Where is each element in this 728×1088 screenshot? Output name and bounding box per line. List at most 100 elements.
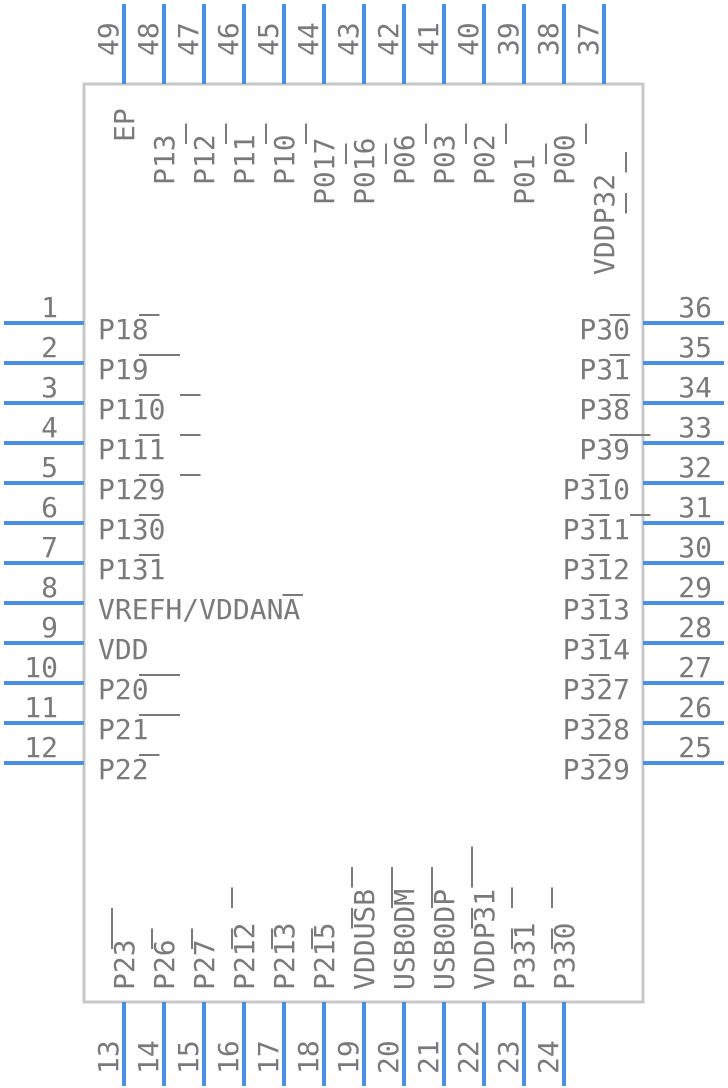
pin-label: P13 xyxy=(148,134,181,185)
pin-number: 3 xyxy=(41,371,58,404)
pin-number: 19 xyxy=(332,1040,365,1074)
pin-label: P330 xyxy=(548,923,581,990)
pin-label: P130 xyxy=(98,513,165,546)
pin-label: P327 xyxy=(563,673,630,706)
pin-number: 10 xyxy=(24,651,58,684)
pin-number: 32 xyxy=(678,451,712,484)
pin-number: 41 xyxy=(412,22,445,56)
pin-label: P19 xyxy=(98,353,149,386)
pin-number: 40 xyxy=(452,22,485,56)
pin-label: EP xyxy=(108,108,141,142)
pin-label: USB0DM xyxy=(388,889,421,990)
pin-label: VREFH/VDDANA xyxy=(98,593,300,626)
pin-number: 37 xyxy=(572,22,605,56)
pin-number: 22 xyxy=(452,1040,485,1074)
pin-label: P215 xyxy=(308,923,341,990)
pin-number: 13 xyxy=(92,1040,125,1074)
pin-label: P38 xyxy=(579,393,630,426)
pin-number: 24 xyxy=(532,1040,565,1074)
pins-group xyxy=(4,4,724,1086)
pin-number: 21 xyxy=(412,1040,445,1074)
pin-label: P131 xyxy=(98,553,165,586)
pin-number: 43 xyxy=(332,22,365,56)
pin-number: 7 xyxy=(41,531,58,564)
pin-number: 44 xyxy=(292,22,325,56)
pin-label: P129 xyxy=(98,473,165,506)
pin-number: 29 xyxy=(678,571,712,604)
pin-number: 2 xyxy=(41,331,58,364)
pin-label: P328 xyxy=(563,713,630,746)
pin-label: P22 xyxy=(98,753,149,786)
pin-number: 35 xyxy=(678,331,712,364)
pin-label: P20 xyxy=(98,673,149,706)
pin-label: P313 xyxy=(563,593,630,626)
pin-number: 20 xyxy=(372,1040,405,1074)
pin-number: 9 xyxy=(41,611,58,644)
pin-label: P01 xyxy=(508,154,541,205)
pin-number: 36 xyxy=(678,291,712,324)
pin-number: 25 xyxy=(678,731,712,764)
pin-number: 11 xyxy=(24,691,58,724)
pin-label: P331 xyxy=(508,923,541,990)
pin-label: P111 xyxy=(98,433,165,466)
pin-number: 31 xyxy=(678,491,712,524)
pin-label: P11 xyxy=(228,134,261,185)
ic-body xyxy=(82,82,645,1004)
pin-number: 28 xyxy=(678,611,712,644)
pin-label: P314 xyxy=(563,633,630,666)
pin-label: P329 xyxy=(563,753,630,786)
pin-number: 27 xyxy=(678,651,712,684)
pin-number: 4 xyxy=(41,411,58,444)
pin-label: USB0DP xyxy=(428,889,461,990)
pin-label: P30 xyxy=(579,313,630,346)
pin-number: 6 xyxy=(41,491,58,524)
pin-label: P31 xyxy=(579,353,630,386)
pin-label: P00 xyxy=(548,134,581,185)
pin-label: VDDP32 xyxy=(588,174,621,275)
pin-label: P312 xyxy=(563,553,630,586)
pin-label: VDDP31 xyxy=(468,889,501,990)
pin-number: 23 xyxy=(492,1040,525,1074)
pin-label: VDDUSB xyxy=(348,889,381,990)
pin-label: P310 xyxy=(563,473,630,506)
pin-number: 34 xyxy=(678,371,712,404)
pin-label: P03 xyxy=(428,134,461,185)
pin-label: P311 xyxy=(563,513,630,546)
pin-label: P212 xyxy=(228,923,261,990)
pin-label: P12 xyxy=(188,134,221,185)
labels-group: 1P182P193P1104P1115P1296P1307P1318VREFH/… xyxy=(24,22,712,1074)
pin-label: P02 xyxy=(468,134,501,185)
pin-label: P110 xyxy=(98,393,165,426)
pin-number: 45 xyxy=(252,22,285,56)
pin-number: 38 xyxy=(532,22,565,56)
pin-label: P23 xyxy=(108,939,141,990)
pin-label: P016 xyxy=(348,138,381,205)
pin-number: 49 xyxy=(92,22,125,56)
pin-label: VDD xyxy=(98,633,149,666)
pin-number: 16 xyxy=(212,1040,245,1074)
pin-number: 15 xyxy=(172,1040,205,1074)
pin-label: P017 xyxy=(308,138,341,205)
pin-label: P213 xyxy=(268,923,301,990)
pin-label: P27 xyxy=(188,939,221,990)
pin-label: P26 xyxy=(148,939,181,990)
pin-number: 12 xyxy=(24,731,58,764)
pin-number: 47 xyxy=(172,22,205,56)
pin-number: 42 xyxy=(372,22,405,56)
pin-label: P06 xyxy=(388,134,421,185)
pin-number: 30 xyxy=(678,531,712,564)
pin-number: 26 xyxy=(678,691,712,724)
pin-number: 1 xyxy=(41,291,58,324)
pin-number: 5 xyxy=(41,451,58,484)
pin-number: 33 xyxy=(678,411,712,444)
pin-label: P39 xyxy=(579,433,630,466)
pin-number: 8 xyxy=(41,571,58,604)
pin-label: P21 xyxy=(98,713,149,746)
pin-number: 46 xyxy=(212,22,245,56)
pin-label: P10 xyxy=(268,134,301,185)
pin-number: 14 xyxy=(132,1040,165,1074)
pin-label: P18 xyxy=(98,313,149,346)
pin-number: 48 xyxy=(132,22,165,56)
pin-number: 18 xyxy=(292,1040,325,1074)
